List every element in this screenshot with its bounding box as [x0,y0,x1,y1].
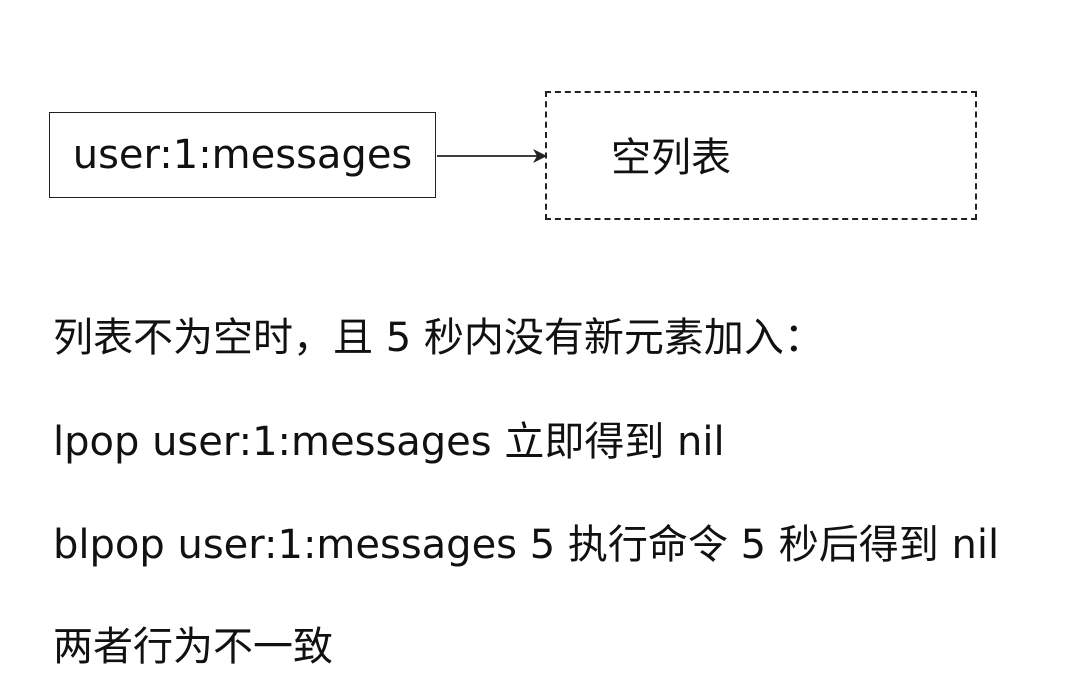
value-label: 空列表 [611,135,731,181]
text-line-conclusion: 两者行为不一致 [53,624,333,670]
text-line-lpop: lpop user:1:messages 立即得到 nil [53,419,725,465]
key-label: user:1:messages [72,132,413,178]
value-box: 空列表 [545,91,977,220]
arrowhead-icon [533,149,547,163]
text-line-condition: 列表不为空时，且 5 秒内没有新元素加入： [53,315,824,361]
text-line-blpop: blpop user:1:messages 5 执行命令 5 秒后得到 nil [53,522,1000,568]
key-box: user:1:messages [49,112,436,198]
arrow-connector [437,149,547,163]
